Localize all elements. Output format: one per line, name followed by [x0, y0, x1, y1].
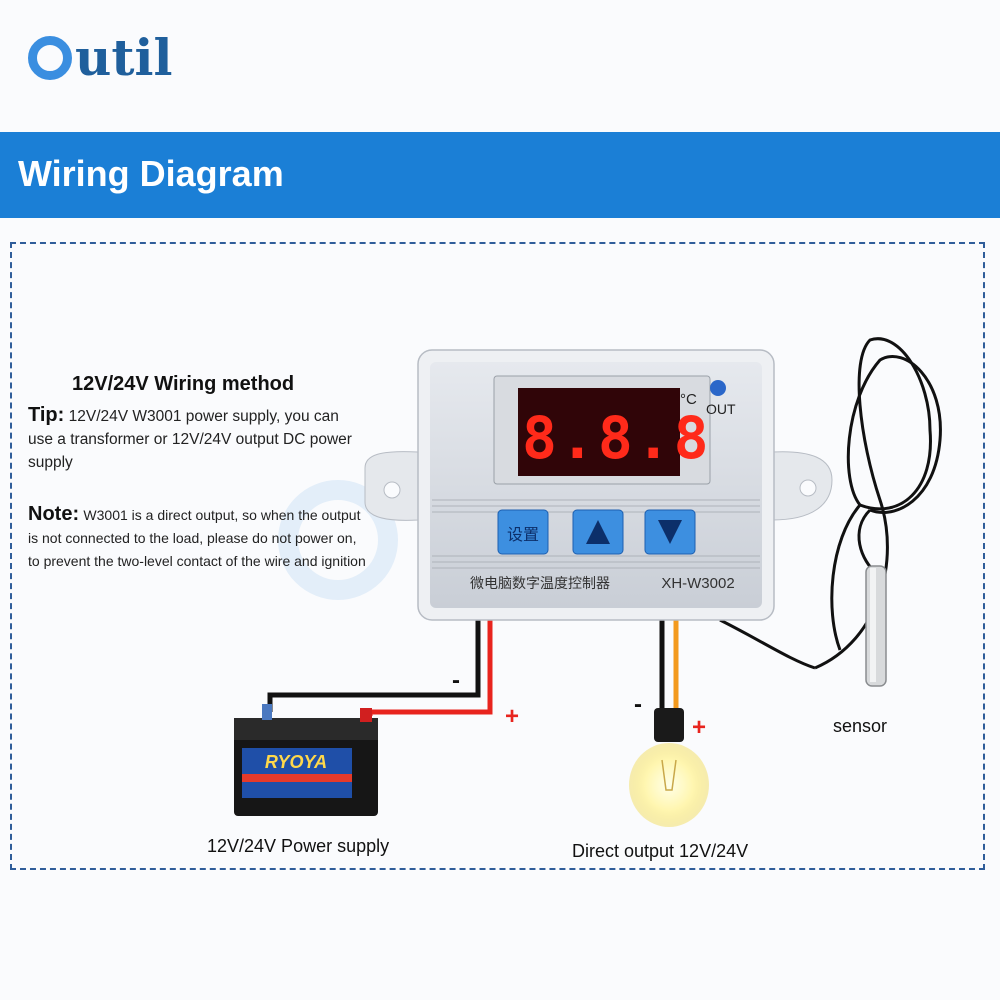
- battery-plus: +: [505, 703, 519, 730]
- diagram-frame: [10, 242, 985, 870]
- watermark-ring-icon: [278, 480, 398, 600]
- tip-text: 12V/24V W3001 power supply, you can use …: [28, 408, 352, 471]
- device-model: XH-W3002: [661, 575, 734, 592]
- bulb-image: [629, 708, 709, 827]
- celsius-label: °C: [680, 391, 697, 408]
- note-paragraph: Note: W3001 is a direct output, so when …: [28, 503, 366, 573]
- set-button[interactable]: [497, 509, 549, 555]
- bulb-plus: +: [692, 714, 706, 741]
- battery-minus: -: [452, 667, 460, 694]
- logo-ring-icon: [28, 36, 72, 80]
- bulb-wires: [659, 618, 679, 710]
- brand-logo: util: [28, 26, 172, 90]
- battery-brand: RYOYA: [265, 752, 327, 772]
- title-banner: Wiring Diagram: [0, 132, 1000, 218]
- set-button-label: 设置: [507, 525, 539, 544]
- sensor-probe: [865, 565, 887, 687]
- tip-paragraph: Tip: 12V/24V W3001 power supply, you can…: [28, 404, 368, 474]
- device-name-cn: 微电脑数字温度控制器: [470, 576, 610, 592]
- led-display: 8.8.8: [522, 404, 712, 472]
- direct-output-caption: Direct output 12V/24V: [572, 841, 749, 861]
- triangle-up-icon: [586, 520, 610, 544]
- bulb-minus: -: [634, 691, 642, 718]
- sensor-caption: sensor: [833, 716, 888, 736]
- tip-label: Tip:: [28, 404, 65, 426]
- battery-image: [234, 704, 378, 816]
- triangle-down-icon: [658, 520, 682, 544]
- logo-text: util: [75, 28, 173, 87]
- power-supply-caption: 12V/24V Power supply: [207, 836, 390, 856]
- page-title: Wiring Diagram: [18, 153, 284, 194]
- note-text: W3001 is a direct output, so when the ou…: [28, 507, 366, 569]
- note-label: Note:: [28, 503, 80, 525]
- out-label: OUT: [706, 401, 736, 417]
- controller-device: [364, 349, 833, 621]
- wiring-method-heading: 12V/24V Wiring method: [72, 373, 295, 395]
